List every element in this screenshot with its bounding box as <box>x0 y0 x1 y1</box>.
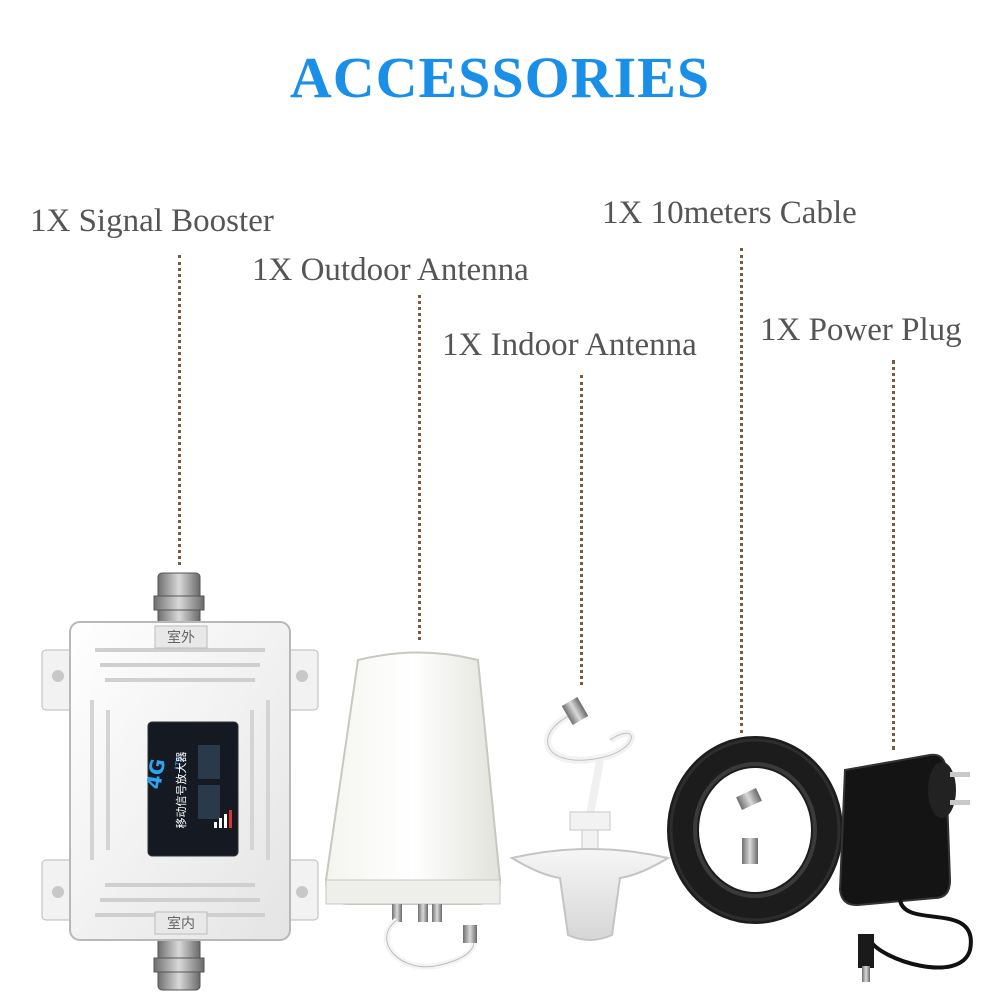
leader-cable <box>740 248 743 733</box>
label-cable: 1X 10meters Cable <box>602 195 857 231</box>
cable-image <box>667 736 843 924</box>
outdoor-antenna-image <box>324 651 502 970</box>
leader-signal-booster <box>178 255 181 565</box>
label-power-plug: 1X Power Plug <box>760 312 962 348</box>
indoor-antenna-image <box>509 696 671 941</box>
booster-panel-text: 移动信号放大器 <box>174 752 188 829</box>
booster-panel-brand-sub: LTE <box>173 756 184 771</box>
booster-bottom-text: 室内 <box>167 915 195 932</box>
label-signal-booster: 1X Signal Booster <box>30 203 274 239</box>
booster-panel-brand: 4G <box>141 757 170 791</box>
label-indoor-antenna: 1X Indoor Antenna <box>442 327 697 363</box>
booster-top-text: 室外 <box>167 629 195 646</box>
label-outdoor-antenna: 1X Outdoor Antenna <box>252 252 529 288</box>
page-title: ACCESSORIES <box>289 45 711 110</box>
leader-power-plug <box>892 360 895 750</box>
power-plug-image <box>838 753 973 982</box>
signal-booster-image <box>41 572 319 991</box>
leader-indoor-antenna <box>580 375 583 685</box>
leader-outdoor-antenna <box>418 295 421 640</box>
